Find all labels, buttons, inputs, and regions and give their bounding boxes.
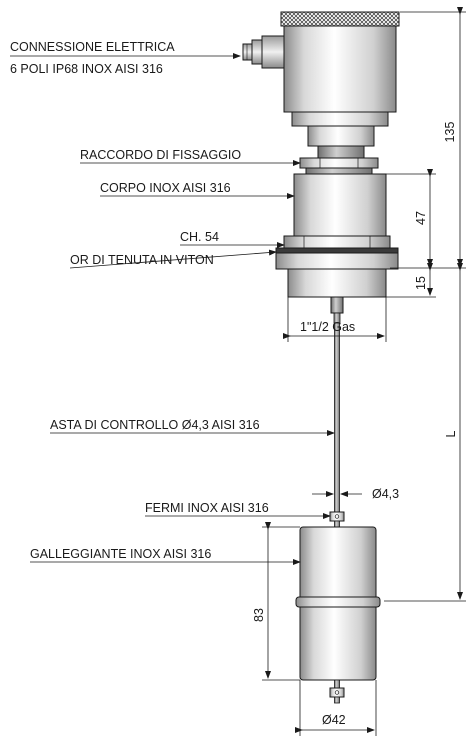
thread-label: 1"1/2 Gas (300, 320, 356, 334)
float-diameter-dimension: Ø42 (322, 713, 346, 727)
sensor-body (275, 173, 399, 298)
fixing-nut (299, 157, 379, 175)
rod-diameter-dimension: Ø4,3 (372, 487, 400, 501)
head-height-dimension: 135 (443, 121, 457, 143)
float-label: GALLEGGIANTE INOX AISI 316 (30, 547, 212, 561)
electrical-connection-spec-label: 6 POLI IP68 INOX AISI 316 (10, 62, 163, 76)
control-rod (329, 296, 345, 528)
connection-head (280, 11, 400, 159)
flange-height-dimension: 15 (414, 276, 428, 290)
electrical-connection-label: CONNESSIONE ELETTRICA (10, 40, 175, 54)
hex-label: CH. 54 (180, 230, 219, 244)
cable-gland (242, 35, 285, 69)
control-rod-label: ASTA DI CONTROLLO Ø4,3 AISI 316 (50, 418, 260, 432)
fixing-fitting-label: RACCORDO DI FISSAGGIO (80, 148, 242, 162)
float (295, 526, 381, 704)
leader-lines (10, 53, 335, 565)
rod-length-dimension: L (444, 430, 458, 438)
dimension-lines (262, 7, 466, 736)
oring-label: OR DI TENUTA IN VITON (70, 253, 214, 267)
body-label: CORPO INOX AISI 316 (100, 181, 231, 195)
body-height-dimension: 47 (414, 211, 428, 225)
stops-label: FERMI INOX AISI 316 (145, 501, 269, 515)
float-height-dimension: 83 (252, 608, 266, 622)
